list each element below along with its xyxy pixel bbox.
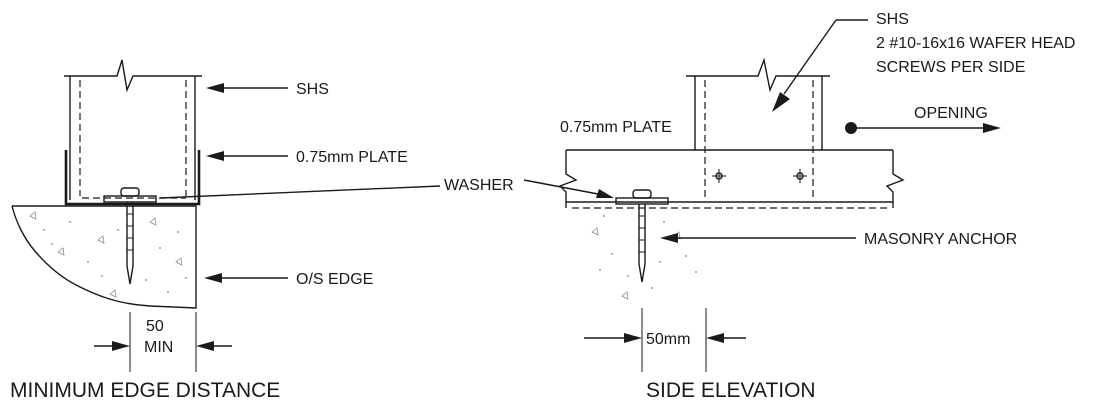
- right-dimension-value: 50mm: [646, 331, 690, 348]
- right-plate-label: 0.75mm PLATE: [560, 119, 672, 136]
- left-plate-label: 0.75mm PLATE: [296, 149, 408, 166]
- right-detail: SHS 2 #10-16x16 WAFER HEAD SCREWS PER SI…: [523, 11, 1075, 402]
- right-screws-label-line1: 2 #10-16x16 WAFER HEAD: [876, 35, 1075, 52]
- left-anchor: [103, 187, 157, 285]
- left-detail-title: MINIMUM EDGE DISTANCE: [10, 379, 280, 402]
- right-anchor: [615, 189, 669, 283]
- right-detail-title: SIDE ELEVATION: [646, 379, 816, 402]
- left-shs-column: [64, 59, 202, 200]
- left-shs-label: SHS: [296, 81, 329, 98]
- right-shs-column: [686, 57, 830, 200]
- left-masonry: [11, 205, 197, 309]
- left-edge-label: O/S EDGE: [296, 271, 373, 288]
- right-shs-label: SHS: [876, 11, 909, 28]
- left-dimension-value: 50: [146, 318, 164, 335]
- left-leaders: [159, 83, 441, 283]
- right-opening-label: OPENING: [914, 105, 988, 122]
- right-anchor-label: MASONRY ANCHOR: [864, 231, 1017, 248]
- right-dimension: [584, 308, 746, 372]
- right-screws: [712, 169, 807, 183]
- left-dimension: [94, 312, 232, 372]
- right-plate: [558, 149, 905, 209]
- left-dimension-unit: MIN: [144, 339, 173, 356]
- right-leaders: [523, 19, 1001, 243]
- left-detail: SHS 0.75mm PLATE WASHER O/S EDGE 50 MIN …: [10, 59, 514, 402]
- left-washer-label: WASHER: [444, 177, 514, 194]
- right-screws-label-line2: SCREWS PER SIDE: [876, 59, 1025, 76]
